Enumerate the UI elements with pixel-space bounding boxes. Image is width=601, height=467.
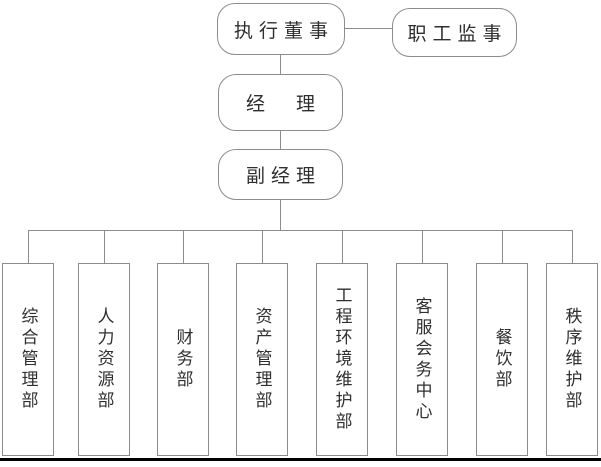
connector-drop-2 [104,231,105,263]
dept-catering: 餐饮部 [476,263,528,456]
page-bottom-rule [0,458,601,461]
connector-drop-1 [28,231,29,263]
connector-drop-8 [572,231,573,263]
dept-asset-management: 资产管理部 [236,263,288,456]
connector-deputy-bus [280,200,281,231]
dept-finance: 财务部 [157,263,209,456]
connector-exec-manager [280,55,281,74]
connector-drop-5 [342,231,343,263]
dept-human-resources: 人力资源部 [78,263,130,456]
connector-manager-deputy [280,131,281,149]
dept-general-management: 综合管理部 [2,263,54,456]
node-staff-supervisor: 职工监事 [392,8,517,57]
connector-bus [28,230,573,231]
connector-drop-7 [502,231,503,263]
connector-exec-supervisor [344,28,392,29]
connector-drop-4 [262,231,263,263]
dept-customer-service-conference-center: 客服会务中心 [396,263,448,456]
node-manager: 经 理 [218,74,343,131]
connector-drop-3 [183,231,184,263]
node-executive-director: 执行董事 [217,3,345,55]
node-deputy-manager: 副经理 [218,149,343,200]
connector-drop-6 [422,231,423,263]
dept-order-maintenance: 秩序维护部 [546,263,598,456]
dept-engineering-environment-maintenance: 工程环境维护部 [316,263,368,456]
